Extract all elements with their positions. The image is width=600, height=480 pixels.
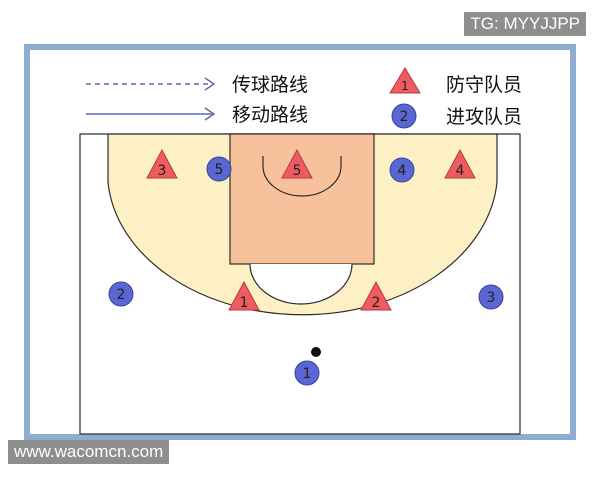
defender-legend-icon: 1 — [389, 67, 421, 94]
attacker-label: 2 — [117, 287, 126, 303]
svg-text:2: 2 — [400, 109, 409, 125]
svg-text:1: 1 — [401, 79, 409, 93]
attacker-legend-icon: 2 — [391, 103, 417, 129]
attacker-group: 5 4 2 3 1 — [108, 156, 504, 386]
attacker-2: 2 — [108, 281, 134, 307]
attacker-4: 4 — [389, 157, 415, 183]
move-route-legend-label: 移动路线 — [232, 104, 308, 126]
defender-label: 1 — [240, 295, 249, 311]
attacker-5: 5 — [206, 156, 232, 182]
attacker-label: 4 — [398, 163, 407, 179]
defender-4: 4 — [444, 148, 476, 179]
attacker-label: 1 — [303, 366, 312, 382]
defender-label: 2 — [372, 295, 381, 311]
restricted-area-arc — [262, 165, 342, 197]
free-throw-circle-bottom — [249, 263, 353, 305]
pass-route-legend-arrowhead — [204, 77, 216, 91]
defender-label: 5 — [293, 163, 302, 179]
defender-legend-label: 防守队员 — [446, 74, 522, 96]
defender-group: 3 5 4 1 2 — [146, 148, 476, 311]
attacker-label: 5 — [215, 162, 224, 178]
watermark-bottom: www.wacomcn.com — [8, 440, 170, 464]
basketball — [311, 347, 321, 357]
move-route-legend-arrowhead — [204, 107, 216, 121]
attacker-label: 3 — [487, 290, 496, 306]
defender-1: 1 — [228, 280, 260, 311]
defender-3: 3 — [146, 148, 178, 179]
watermark-top: TG: MYYJJPP — [464, 12, 586, 36]
defender-5: 5 — [281, 148, 313, 179]
defender-2: 2 — [360, 280, 392, 311]
defender-label: 3 — [158, 163, 167, 179]
attacker-3: 3 — [478, 284, 504, 310]
paint-area — [229, 133, 375, 265]
defender-label: 4 — [456, 163, 465, 179]
attacker-1: 1 — [294, 360, 320, 386]
pass-route-legend-label: 传球路线 — [232, 74, 308, 96]
attacker-legend-label: 进攻队员 — [446, 106, 522, 128]
